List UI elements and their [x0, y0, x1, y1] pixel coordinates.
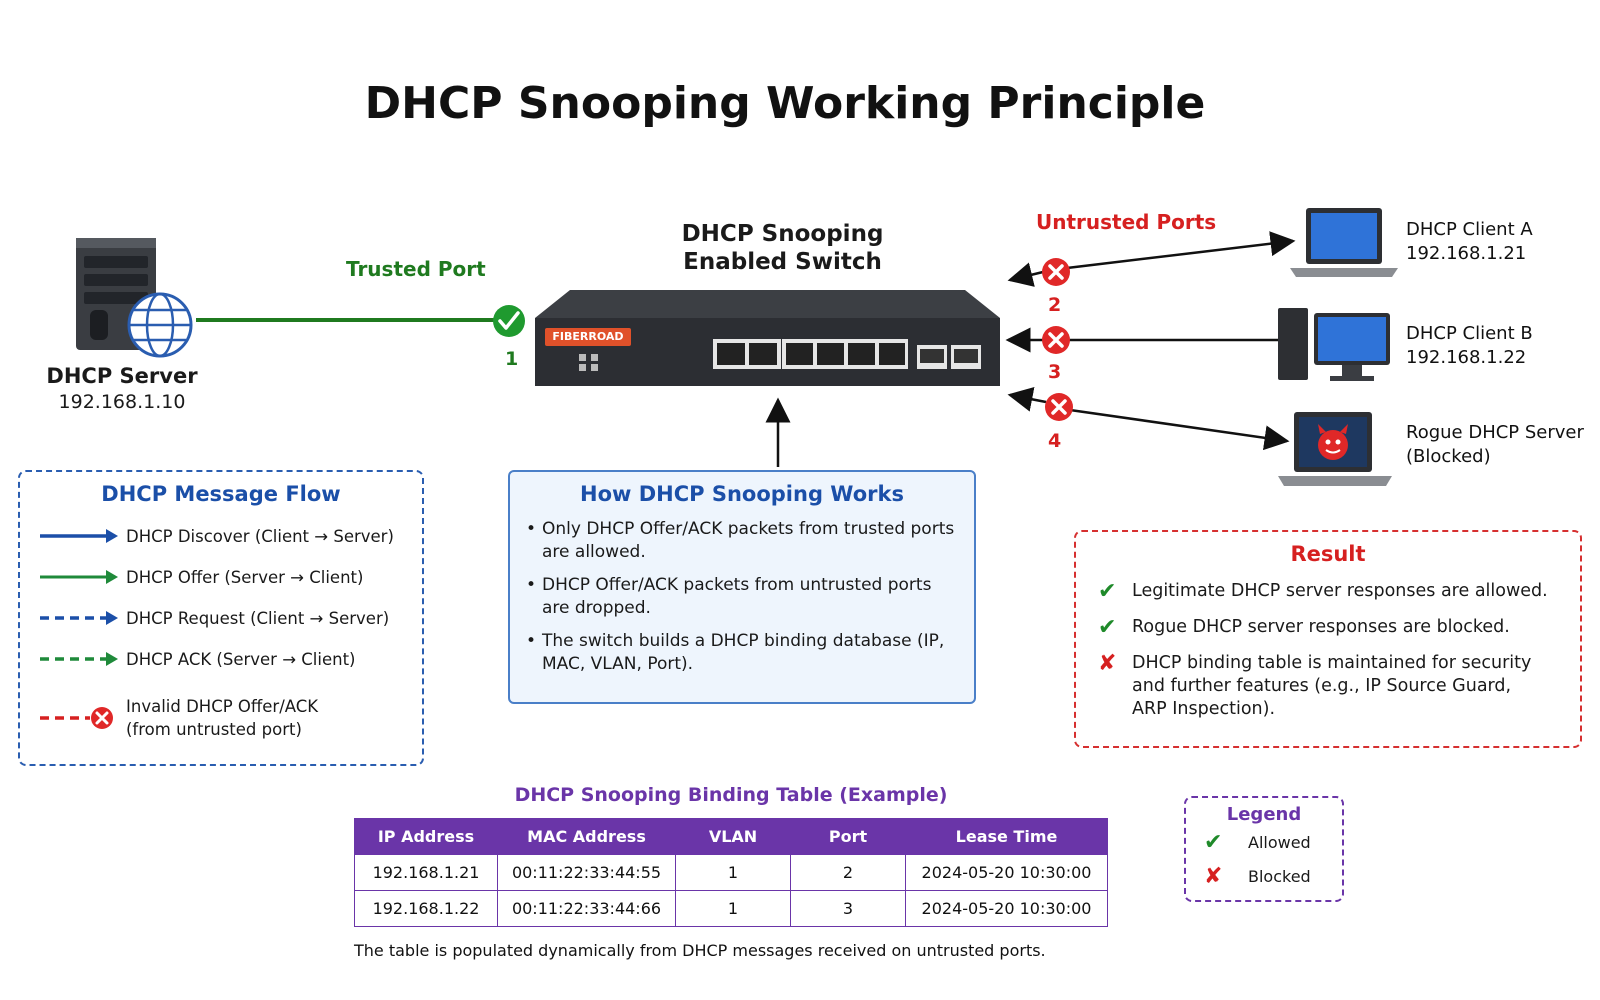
how-it-works-bullet: Only DHCP Offer/ACK packets from trusted… [526, 518, 956, 564]
switch-brand: FIBERROAD [552, 330, 624, 343]
result-item: ✔ Rogue DHCP server responses are blocke… [1098, 616, 1568, 639]
how-it-works-title: How DHCP Snooping Works [580, 482, 904, 506]
client-b-label: DHCP Client B 192.168.1.22 [1406, 322, 1533, 370]
check-icon: ✔ [1098, 579, 1117, 604]
binding-table-note: The table is populated dynamically from … [354, 941, 1046, 960]
table-cell: 00:11:22:33:44:55 [497, 854, 676, 891]
result-title: Result [1290, 542, 1366, 566]
table-cell: 1 [675, 854, 791, 891]
table-cell: 2024-05-20 10:30:00 [905, 854, 1108, 891]
binding-table: IP Address MAC Address VLAN Port Lease T… [354, 818, 1108, 927]
how-it-works-bullet: DHCP Offer/ACK packets from untrusted po… [526, 574, 956, 620]
solid-blue-arrow-icon [40, 529, 118, 543]
desktop-computer-icon [1278, 308, 1390, 381]
client-b-ip: 192.168.1.22 [1406, 347, 1527, 368]
message-flow-title: DHCP Message Flow [101, 482, 341, 506]
untrusted-ports-label: Untrusted Ports [1036, 210, 1217, 234]
result-item-text: Rogue DHCP server responses are blocked. [1132, 617, 1510, 637]
table-cell: 2024-05-20 10:30:00 [905, 890, 1108, 927]
solid-green-arrow-icon [40, 570, 118, 584]
table-cell: 192.168.1.21 [354, 854, 498, 891]
check-icon: ✔ [1098, 615, 1117, 640]
server-ip: 192.168.1.10 [58, 391, 186, 413]
table-cell: 00:11:22:33:44:66 [497, 890, 676, 927]
untrusted-link-4-to-rogue [1069, 408, 1290, 451]
check-icon: ✔ [1204, 830, 1223, 855]
port-1-number: 1 [505, 348, 519, 370]
untrusted-link-2-to-client [1066, 231, 1296, 270]
table-row: 192.168.1.21 00:11:22:33:44:55 1 2 2024-… [354, 854, 1108, 891]
message-flow-panel: DHCP Message Flow DHCP Discover (Client … [18, 470, 424, 766]
table-cell: 2 [790, 854, 906, 891]
untrusted-link-4-to-switch [1007, 387, 1047, 412]
table-cell: 192.168.1.22 [354, 890, 498, 927]
client-a-label: DHCP Client A 192.168.1.21 [1406, 218, 1533, 266]
port-1-allowed-icon [493, 305, 525, 337]
switch-device-icon [535, 290, 1000, 386]
flow-item-label: Invalid DHCP Offer/ACK (from untrusted p… [126, 697, 319, 739]
client-b-name: DHCP Client B [1406, 323, 1533, 344]
cross-icon: ✘ [1204, 864, 1223, 889]
result-item: ✘ DHCP binding table is maintained for s… [1098, 652, 1538, 721]
dashed-blue-arrow-icon [40, 611, 118, 625]
binding-table-title: DHCP Snooping Binding Table (Example) [514, 784, 948, 806]
legend-panel: Legend ✔ Allowed ✘ Blocked [1184, 796, 1344, 902]
laptop-icon [1290, 208, 1398, 277]
flow-item-ack: DHCP ACK (Server → Client) [38, 647, 355, 671]
table-cell: 3 [790, 890, 906, 927]
port-4-blocked-icon [1045, 393, 1073, 421]
port-3-number: 3 [1048, 361, 1062, 383]
server-name: DHCP Server [46, 364, 198, 388]
legend-allowed-label: Allowed [1248, 833, 1311, 852]
dashed-green-arrow-icon [40, 652, 118, 666]
table-row: 192.168.1.22 00:11:22:33:44:66 1 3 2024-… [354, 890, 1108, 927]
dashed-red-blocked-arrow-icon [40, 707, 113, 729]
trusted-port-label: Trusted Port [346, 257, 486, 281]
flow-item-invalid: Invalid DHCP Offer/ACK (from untrusted p… [38, 694, 318, 742]
client-a-name: DHCP Client A [1406, 219, 1533, 240]
binding-table-header-row: IP Address MAC Address VLAN Port Lease T… [354, 818, 1108, 855]
result-panel: Result ✔ Legitimate DHCP server response… [1074, 530, 1582, 748]
column-header: Lease Time [905, 818, 1108, 855]
how-it-works-list: Only DHCP Offer/ACK packets from trusted… [526, 518, 956, 686]
how-it-works-panel: How DHCP Snooping Works Only DHCP Offer/… [508, 470, 976, 704]
switch-title: DHCP Snooping Enabled Switch [681, 221, 884, 275]
legend-item-allowed: ✔ Allowed [1204, 830, 1311, 855]
result-item: ✔ Legitimate DHCP server responses are a… [1098, 580, 1568, 603]
rogue-server-name: Rogue DHCP Server [1406, 422, 1584, 443]
rogue-server-status: (Blocked) [1406, 446, 1491, 467]
column-header: MAC Address [497, 818, 676, 855]
legend-title: Legend [1226, 804, 1302, 825]
untrusted-link-2-to-switch [1007, 262, 1044, 287]
flow-item-label: DHCP Request (Client → Server) [126, 608, 390, 628]
flow-item-label: DHCP ACK (Server → Client) [126, 649, 356, 669]
port-2-number: 2 [1048, 294, 1062, 316]
port-3-blocked-icon [1042, 326, 1070, 354]
column-header: IP Address [354, 818, 498, 855]
cross-icon: ✘ [1098, 651, 1117, 676]
legend-item-blocked: ✘ Blocked [1204, 864, 1311, 889]
port-4-number: 4 [1048, 430, 1062, 452]
rogue-server-label: Rogue DHCP Server (Blocked) [1406, 421, 1584, 469]
flow-item-request: DHCP Request (Client → Server) [38, 606, 389, 630]
port-2-blocked-icon [1042, 258, 1070, 286]
flow-item-label: DHCP Discover (Client → Server) [126, 526, 394, 546]
table-cell: 1 [675, 890, 791, 927]
client-a-ip: 192.168.1.21 [1406, 243, 1527, 264]
rogue-laptop-devil-icon [1278, 412, 1392, 486]
flow-item-offer: DHCP Offer (Server → Client) [38, 565, 363, 589]
result-item-text: Legitimate DHCP server responses are all… [1132, 581, 1548, 601]
column-header: VLAN [675, 818, 791, 855]
page-title: DHCP Snooping Working Principle [364, 78, 1206, 129]
flow-item-label: DHCP Offer (Server → Client) [126, 567, 364, 587]
result-item-text: DHCP binding table is maintained for sec… [1132, 653, 1532, 719]
column-header: Port [790, 818, 906, 855]
how-it-works-bullet: The switch builds a DHCP binding databas… [526, 630, 956, 676]
flow-item-discover: DHCP Discover (Client → Server) [38, 524, 394, 548]
server-globe-icon [76, 238, 193, 358]
legend-blocked-label: Blocked [1248, 867, 1311, 886]
